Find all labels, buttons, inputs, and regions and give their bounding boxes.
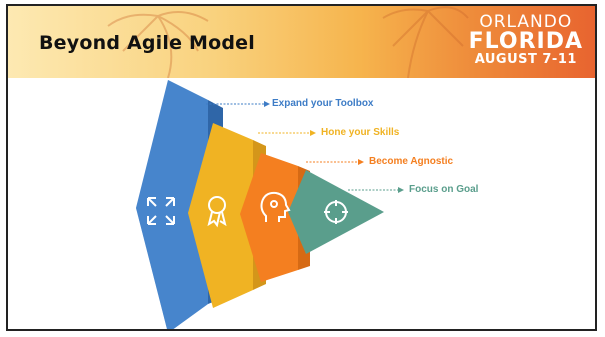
step-3-label: Become Agnostic [369,156,454,167]
event-dates: AUGUST 7-11 [474,52,577,67]
event-location-logo: ORLANDO FLORIDA AUGUST 7-11 [469,14,583,67]
crosshair-target-icon [324,200,348,224]
step-2-label: Hone your Skills [321,127,400,138]
palm-tree-decoration [107,6,469,78]
slide-title: Beyond Agile Model [39,32,255,54]
slide: Beyond Agile Model ORLANDO FLORIDA AUGUS… [6,4,597,331]
step-1-label: Expand your Toolbox [272,98,374,109]
connector-arrows [206,101,404,193]
award-ribbon-icon [207,196,227,228]
funnel-diagram [136,80,404,329]
expand-arrows-icon [147,197,175,225]
step-4-triangle [288,170,384,254]
step-4-label: Focus on Goal [409,184,479,195]
head-gears-icon [260,191,291,222]
event-city: ORLANDO [479,12,573,32]
event-state: FLORIDA [468,29,583,54]
header-banner: Beyond Agile Model ORLANDO FLORIDA AUGUS… [8,6,595,78]
